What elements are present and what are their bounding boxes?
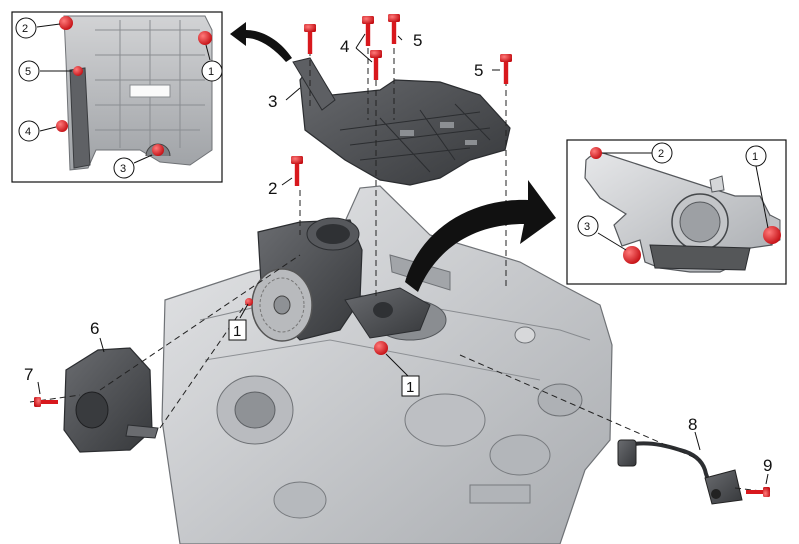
bolt-icon bbox=[291, 156, 303, 186]
boxed-callout-1a: 1 bbox=[228, 319, 247, 341]
bolt-icon bbox=[362, 16, 374, 46]
svg-text:4: 4 bbox=[25, 126, 31, 138]
callout-labels: 4 5 5 3 2 6 7 8 9 bbox=[24, 31, 772, 475]
svg-text:1: 1 bbox=[208, 66, 214, 78]
fastener-dot bbox=[73, 66, 83, 76]
engine-block bbox=[161, 185, 613, 544]
curved-arrow-icon bbox=[405, 180, 556, 292]
timing-sprocket bbox=[251, 268, 313, 342]
fastener-dot bbox=[152, 144, 164, 156]
svg-text:1: 1 bbox=[752, 151, 758, 163]
svg-text:3: 3 bbox=[584, 221, 590, 233]
fastener-dot bbox=[245, 298, 253, 306]
svg-text:5: 5 bbox=[25, 66, 31, 78]
callout-5: 5 bbox=[413, 31, 422, 50]
detail-inset-right: 2 1 3 bbox=[566, 139, 787, 285]
detail-inset-left: 2 1 5 4 3 bbox=[11, 11, 223, 183]
fasteners-main bbox=[34, 14, 770, 497]
callout-6: 6 bbox=[90, 319, 99, 338]
svg-text:2: 2 bbox=[658, 148, 664, 160]
fastener-dot bbox=[374, 341, 388, 355]
callout-9: 9 bbox=[763, 456, 772, 475]
bolt-icon bbox=[34, 397, 58, 407]
cover-part-6 bbox=[63, 347, 159, 453]
bolt-icon bbox=[388, 14, 400, 44]
bolt-icon bbox=[304, 24, 316, 54]
callout-3: 3 bbox=[268, 92, 277, 111]
bolt-icon bbox=[746, 487, 770, 497]
callout-4: 4 bbox=[340, 37, 349, 56]
svg-text:1: 1 bbox=[406, 379, 414, 396]
fastener-dot bbox=[763, 226, 781, 244]
shield-part-3 bbox=[292, 57, 511, 186]
svg-text:3: 3 bbox=[120, 163, 126, 175]
fastener-dot bbox=[59, 16, 73, 30]
callout-8: 8 bbox=[688, 415, 697, 434]
callout-5b: 5 bbox=[474, 61, 483, 80]
callout-7: 7 bbox=[24, 365, 33, 384]
boxed-callout-1b: 1 bbox=[401, 375, 420, 397]
curved-arrow-icon bbox=[230, 22, 292, 62]
fastener-dot bbox=[56, 120, 68, 132]
svg-text:2: 2 bbox=[22, 23, 28, 35]
callout-2: 2 bbox=[268, 179, 277, 198]
fastener-dot bbox=[198, 31, 212, 45]
bolt-icon bbox=[500, 54, 512, 84]
leader-lines bbox=[37, 33, 769, 485]
bolt-icon bbox=[370, 50, 382, 80]
sensor-harness-part-8 bbox=[617, 439, 743, 505]
fastener-dot bbox=[623, 246, 641, 264]
fastener-dot bbox=[590, 147, 602, 159]
svg-text:1: 1 bbox=[233, 323, 241, 340]
chain-guide bbox=[344, 287, 431, 339]
